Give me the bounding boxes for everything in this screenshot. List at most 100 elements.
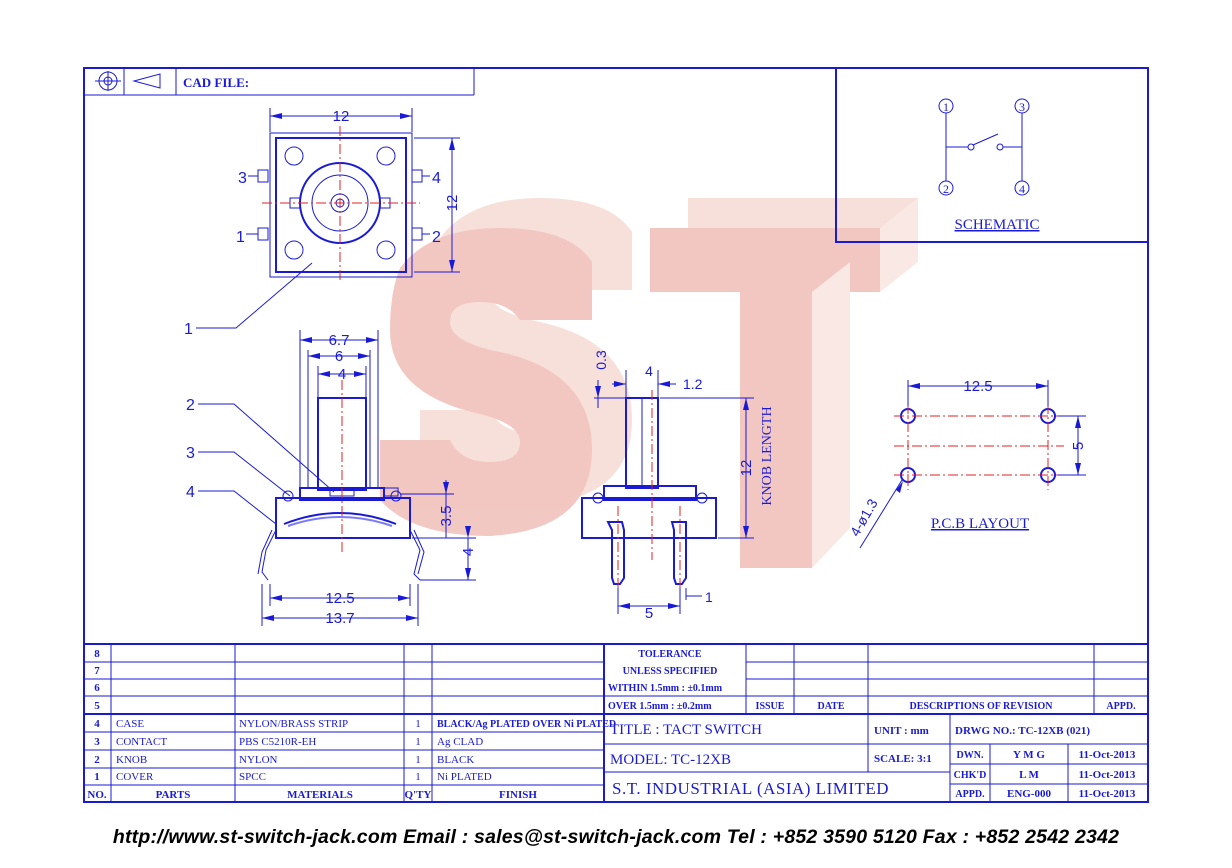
svg-text:PARTS: PARTS: [156, 789, 191, 801]
svg-text:Q'TY: Q'TY: [405, 789, 432, 801]
schematic: 1 2 3 4 SCHEMATIC: [835, 68, 1148, 243]
appd-date: 11-Oct-2013: [1079, 788, 1136, 800]
title-text: TITLE : TACT SWITCH: [610, 722, 762, 738]
svg-text:CONTACT: CONTACT: [116, 736, 167, 748]
top-width-dim: 12: [333, 108, 350, 125]
side-dim-6-7: 6.7: [329, 332, 350, 349]
side-dim-12-5: 12.5: [325, 590, 354, 607]
svg-text:Ni PLATED: Ni PLATED: [437, 771, 492, 783]
descriptions-header: DESCRIPTIONS OF REVISION: [910, 701, 1054, 712]
svg-text:COVER: COVER: [116, 771, 154, 783]
top-pin-3: 3: [238, 170, 247, 187]
end-dim-5: 5: [645, 605, 653, 622]
appd-value: ENG-000: [1007, 788, 1052, 800]
top-view: 12 12 3 4 1 2 1: [184, 108, 461, 338]
callout-1: 1: [184, 321, 193, 338]
svg-text:BLACK/Ag PLATED OVER Ni PLATED: BLACK/Ag PLATED OVER Ni PLATED: [437, 719, 616, 730]
svg-text:NO.: NO.: [87, 789, 107, 801]
callout-4: 4: [186, 484, 195, 501]
svg-text:2: 2: [94, 754, 100, 766]
schematic-label: SCHEMATIC: [954, 217, 1039, 233]
parts-row-4: 4 CASE NYLON/BRASS STRIP 1 BLACK/Ag PLAT…: [94, 718, 616, 730]
pcb-hole-spec: 4-ø1.3: [847, 496, 881, 539]
svg-text:Ag CLAD: Ag CLAD: [437, 736, 483, 748]
callout-2: 2: [186, 397, 195, 414]
chk-label: CHK'D: [954, 770, 987, 781]
svg-text:1: 1: [94, 771, 100, 783]
svg-text:FINISH: FINISH: [499, 789, 537, 801]
end-dim-0-3: 0.3: [593, 350, 609, 370]
side-dim-4-height: 4: [460, 548, 477, 556]
end-view: 4 1.2 0.3 12 KNOB LENGTH 5 1: [581, 350, 775, 622]
side-view: 6.7 6 4 3.5 4 12.5 13.7 2 3: [186, 330, 477, 627]
side-dim-6: 6: [335, 348, 343, 365]
top-pin-4: 4: [432, 170, 441, 187]
svg-text:SPCC: SPCC: [239, 771, 266, 783]
appd-header: APPD.: [1106, 701, 1136, 712]
company-name: S.T. INDUSTRIAL (ASIA) LIMITED: [612, 779, 889, 798]
svg-text:MATERIALS: MATERIALS: [287, 789, 353, 801]
top-pin-1: 1: [236, 229, 245, 246]
side-dim-4: 4: [338, 366, 346, 383]
rev-row-7: 7: [94, 665, 100, 677]
pcb-pitch-y: 5: [1070, 442, 1087, 450]
rev-row-8: 8: [94, 648, 100, 660]
tolerance-title: TOLERANCE: [638, 649, 701, 660]
side-dim-3-5: 3.5: [438, 506, 455, 527]
pcb-layout: 12.5 5 4-ø1.3 P.C.B LAYOUT: [847, 378, 1087, 549]
end-dim-1-2: 1.2: [683, 376, 703, 392]
end-dim-12: 12: [738, 460, 755, 477]
schematic-pin-4: 4: [1019, 182, 1025, 196]
chk-value: L M: [1019, 769, 1039, 781]
parts-row-3: 3 CONTACT PBS C5210R-EH 1 Ag CLAD: [94, 736, 483, 748]
svg-text:1: 1: [415, 736, 421, 748]
svg-text:KNOB: KNOB: [116, 754, 147, 766]
scale-text: SCALE: 3:1: [874, 753, 932, 765]
date-header: DATE: [817, 701, 844, 712]
parts-header: NO. PARTS MATERIALS Q'TY FINISH: [87, 789, 537, 801]
cad-header: CAD FILE:: [84, 68, 475, 96]
appd-label: APPD.: [955, 789, 985, 800]
sheet-border: [83, 67, 1149, 803]
drawing-number: DRWG NO.: TC-12XB (021): [955, 725, 1090, 737]
rev-row-5: 5: [94, 700, 100, 712]
top-pin-2: 2: [432, 229, 441, 246]
end-dim-1: 1: [705, 589, 713, 605]
projection-symbol-icon: [95, 71, 161, 91]
cad-file-label: CAD FILE:: [183, 75, 249, 90]
callout-3: 3: [186, 445, 195, 462]
tolerance-within: WITHIN 1.5mm : ±0.1mm: [608, 683, 723, 694]
svg-text:1: 1: [415, 718, 421, 730]
contact-footer: http://www.st-switch-jack.com Email : sa…: [112, 826, 1120, 848]
pcb-layout-label: P.C.B LAYOUT: [931, 516, 1029, 532]
svg-text:NYLON/BRASS STRIP: NYLON/BRASS STRIP: [239, 718, 348, 730]
end-dim-4: 4: [645, 363, 653, 379]
st-watermark: [380, 198, 918, 568]
svg-text:1: 1: [415, 771, 421, 783]
rev-row-6: 6: [94, 682, 100, 694]
unit-text: UNIT : mm: [874, 725, 929, 737]
svg-text:3: 3: [94, 736, 100, 748]
schematic-pin-2: 2: [943, 182, 949, 196]
svg-text:NYLON: NYLON: [239, 754, 278, 766]
model-text: MODEL: TC-12XB: [610, 752, 731, 768]
dwn-label: DWN.: [957, 750, 984, 761]
knob-length-label: KNOB LENGTH: [760, 406, 775, 505]
svg-text:4: 4: [94, 718, 100, 730]
svg-text:BLACK: BLACK: [437, 754, 474, 766]
tolerance-over: OVER 1.5mm : ±0.2mm: [608, 701, 712, 712]
schematic-pin-1: 1: [943, 100, 949, 114]
issue-header: ISSUE: [756, 701, 785, 712]
chk-date: 11-Oct-2013: [1079, 769, 1136, 781]
parts-row-1: 1 COVER SPCC 1 Ni PLATED: [94, 771, 492, 783]
svg-text:CASE: CASE: [116, 718, 144, 730]
svg-text:PBS C5210R-EH: PBS C5210R-EH: [239, 736, 316, 748]
pcb-pitch-x: 12.5: [963, 378, 992, 395]
top-height-dim: 12: [444, 195, 461, 212]
bottom-tables: 8 7 6 5 4 CASE NYLON/BRASS STRIP 1 BLACK…: [84, 643, 1148, 802]
schematic-pin-3: 3: [1019, 100, 1025, 114]
side-dim-13-7: 13.7: [325, 610, 354, 627]
parts-row-2: 2 KNOB NYLON 1 BLACK: [94, 754, 474, 766]
dwn-value: Y M G: [1013, 749, 1045, 761]
